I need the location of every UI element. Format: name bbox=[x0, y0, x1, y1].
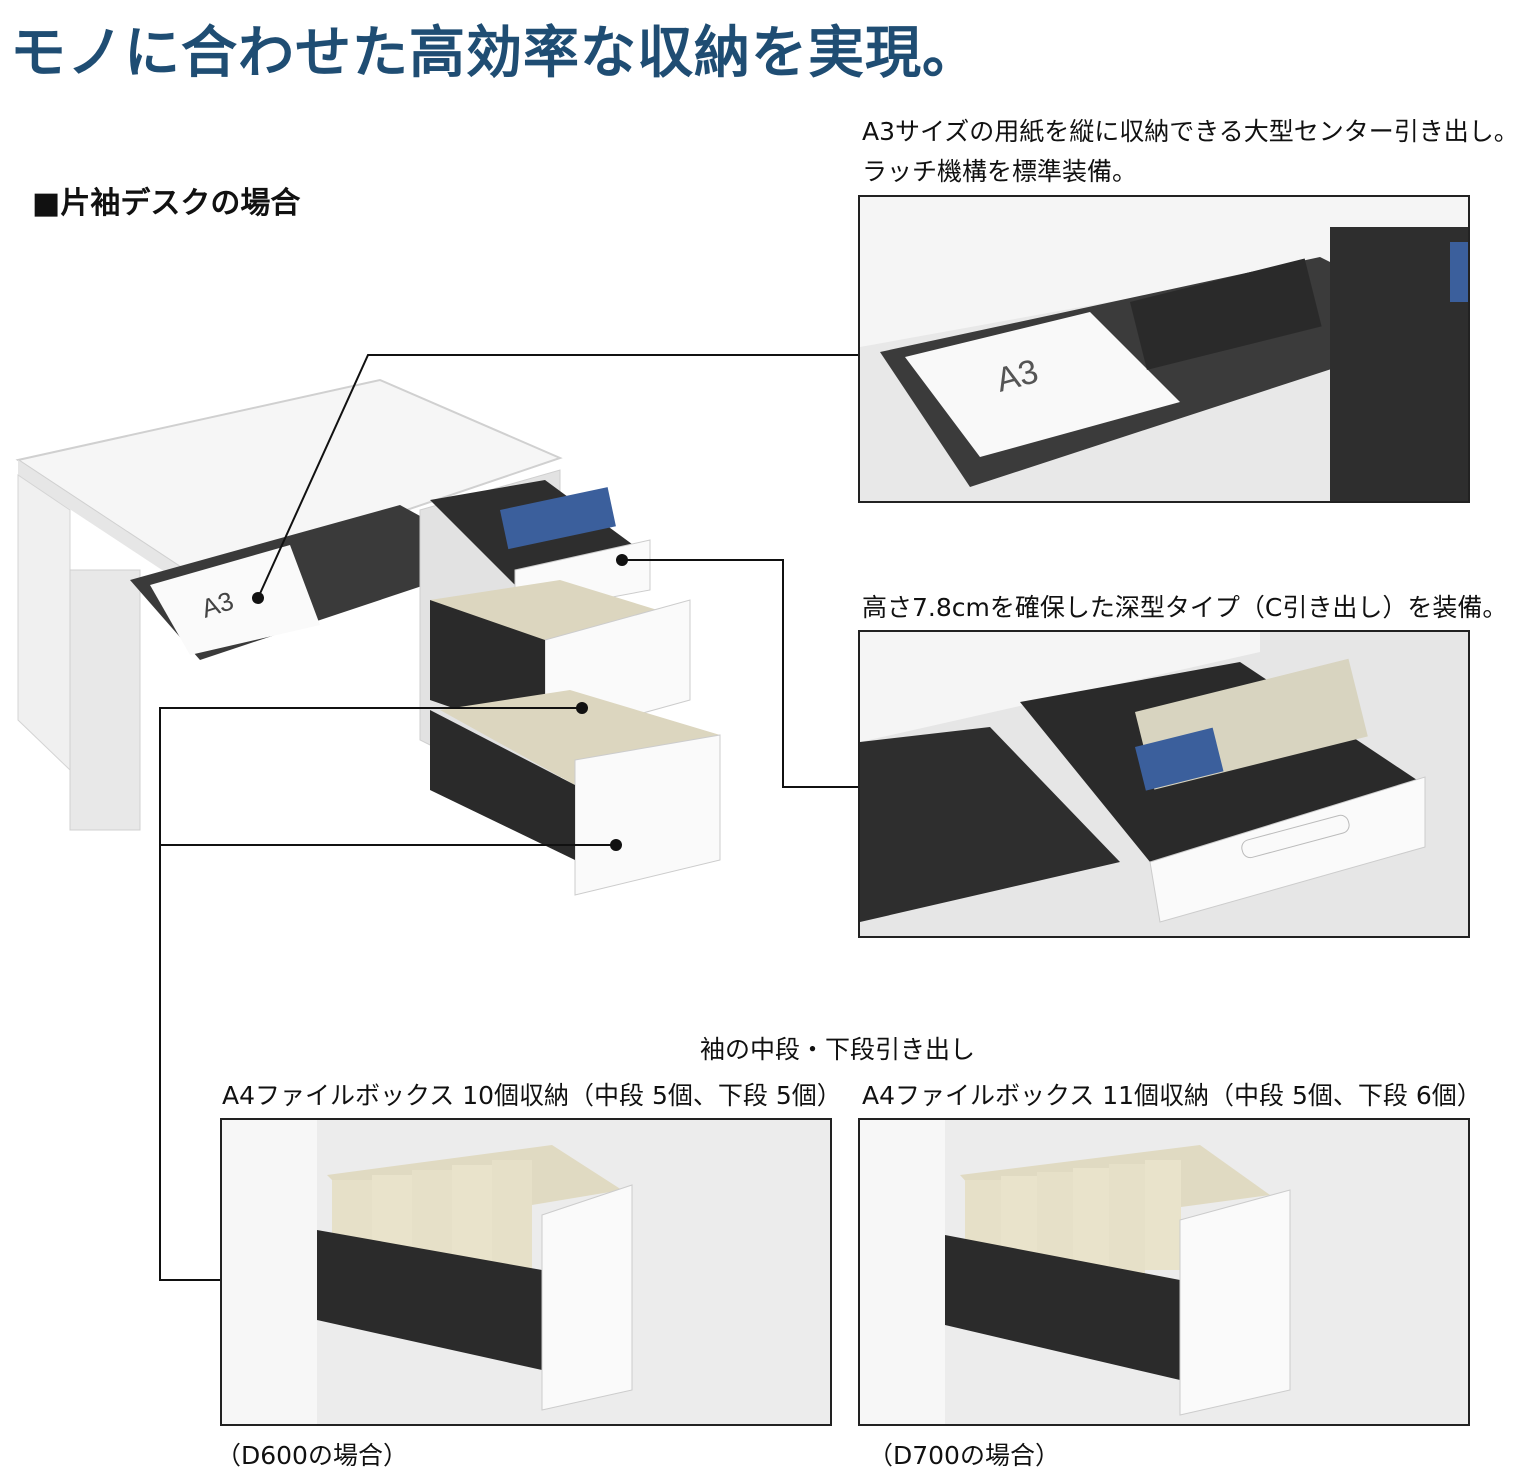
callout-dot-deep-drawer bbox=[616, 554, 628, 566]
center-drawer-caption-2: ラッチ機構を標準装備。 bbox=[862, 157, 1138, 186]
side-drawers-heading: 袖の中段・下段引き出し bbox=[700, 1035, 976, 1064]
d600-drawer-photo bbox=[220, 1118, 832, 1426]
callout-dot-center-drawer bbox=[252, 592, 264, 604]
callout-line-center-drawer bbox=[257, 354, 858, 599]
left-panel-note: （D600の場合） bbox=[216, 1441, 408, 1470]
callout-lines bbox=[159, 354, 858, 1281]
right-panel-caption: A4ファイルボックス 11個収納（中段 5個、下段 6個） bbox=[862, 1081, 1482, 1110]
left-panel-caption: A4ファイルボックス 10個収納（中段 5個、下段 5個） bbox=[222, 1081, 842, 1110]
section-label: ■片袖デスクの場合 bbox=[32, 186, 301, 221]
callout-line-middle-drawer bbox=[159, 707, 582, 1281]
callout-dot-middle-drawer bbox=[576, 702, 588, 714]
page-headline: モノに合わせた高効率な収納を実現。 bbox=[10, 21, 979, 86]
callout-line-deep-drawer bbox=[622, 559, 858, 788]
right-panel-note: （D700の場合） bbox=[868, 1441, 1060, 1470]
callout-dot-bottom-drawer bbox=[610, 839, 622, 851]
d700-drawer-photo bbox=[858, 1118, 1470, 1426]
center-drawer-photo: A3 bbox=[858, 195, 1470, 503]
center-drawer-caption-1: A3サイズの用紙を縦に収納できる大型センター引き出し。 bbox=[862, 117, 1519, 146]
deep-drawer-caption: 高さ7.8cmを確保した深型タイプ（C引き出し）を装備。 bbox=[862, 593, 1508, 622]
deep-drawer-photo bbox=[858, 630, 1470, 938]
